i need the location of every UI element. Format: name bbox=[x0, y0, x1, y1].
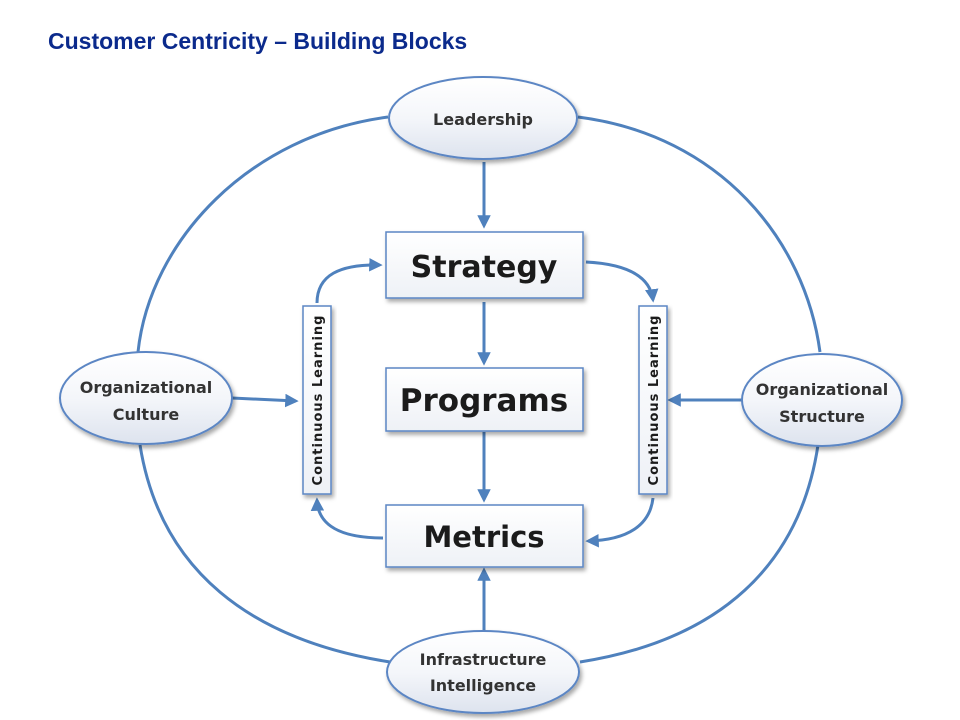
infrastructure-label-line1: Infrastructure bbox=[420, 650, 547, 669]
arrow-culture-to-left-loop bbox=[231, 393, 299, 408]
page-title: Customer Centricity – Building Blocks bbox=[48, 28, 468, 54]
connectors bbox=[231, 162, 745, 636]
programs-label: Programs bbox=[400, 383, 568, 419]
arrow-left-loop-to-strategy bbox=[315, 257, 383, 304]
metrics-box: Metrics bbox=[385, 504, 584, 568]
leadership-label: Leadership bbox=[433, 110, 533, 129]
strategy-label: Strategy bbox=[411, 250, 558, 285]
continuous-learning-left-label: Continuous Learning bbox=[311, 315, 326, 486]
arrow-right-loop-to-metrics bbox=[585, 497, 655, 548]
programs-box: Programs bbox=[385, 367, 584, 432]
culture-label-line1: Organizational bbox=[80, 378, 213, 397]
structure-label-line1: Organizational bbox=[756, 380, 889, 399]
organizational-structure-node: Organizational Structure bbox=[741, 353, 903, 447]
ring-arc-top-right bbox=[577, 115, 822, 353]
arrow-strategy-to-right-loop bbox=[585, 260, 659, 303]
structure-label-line2: Structure bbox=[779, 407, 865, 426]
strategy-box: Strategy bbox=[385, 231, 584, 299]
metrics-label: Metrics bbox=[423, 520, 544, 554]
continuous-learning-left: Continuous Learning bbox=[302, 305, 332, 495]
infrastructure-label-line2: Intelligence bbox=[430, 676, 536, 695]
organizational-culture-node: Organizational Culture bbox=[59, 351, 233, 445]
ring-arc-top-left bbox=[136, 115, 389, 353]
arrow-metrics-to-left-loop bbox=[310, 497, 384, 540]
ring-arc-bottom-right bbox=[579, 444, 820, 664]
infrastructure-intelligence-node: Infrastructure Intelligence bbox=[386, 630, 580, 714]
continuous-learning-right-label: Continuous Learning bbox=[647, 315, 662, 486]
leadership-node: Leadership bbox=[388, 76, 578, 160]
ring-arc-bottom-left bbox=[138, 444, 391, 664]
continuous-learning-right: Continuous Learning bbox=[638, 305, 668, 495]
outer-ring bbox=[136, 115, 822, 664]
culture-label-line2: Culture bbox=[113, 405, 180, 424]
